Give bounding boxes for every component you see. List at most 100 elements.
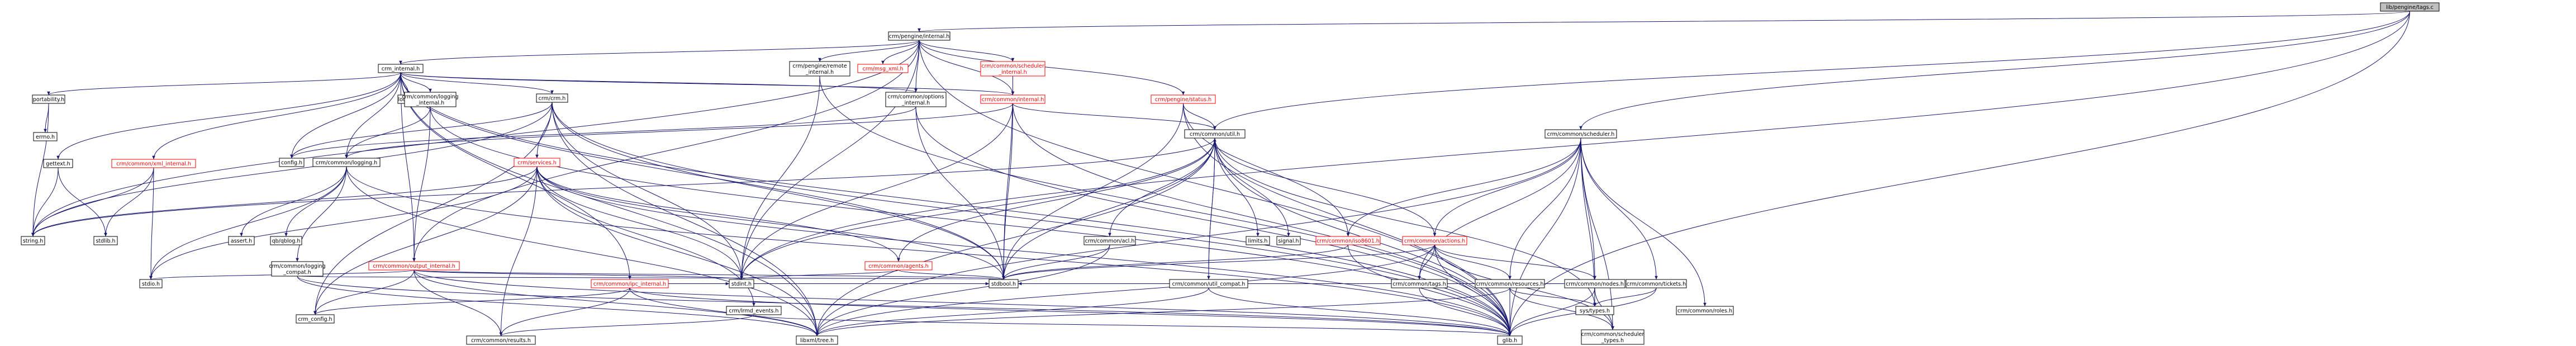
- node-stdbool[interactable]: stdbool.h: [988, 279, 1019, 288]
- node-label: crm/common/xml_internal.h: [116, 161, 191, 167]
- node-penstatus[interactable]: crm/pengine/status.h: [1151, 94, 1216, 104]
- edge-tags-to-glib: [1508, 11, 2410, 336]
- node-label: crm/common/ipc_internal.h: [593, 281, 666, 287]
- node-msgxml[interactable]: crm/msg_xml.h: [857, 64, 909, 73]
- node-schedtypes[interactable]: crm/common/scheduler_types.h: [1581, 329, 1645, 345]
- node-box: [1083, 236, 1136, 245]
- edge-acl-to-libxml: [815, 244, 1110, 336]
- node-box: [1151, 94, 1216, 104]
- edge-services-to-glib: [536, 166, 1512, 336]
- node-box: [296, 314, 335, 324]
- node-box: [1391, 279, 1448, 288]
- node-assert[interactable]: assert.h: [228, 236, 255, 245]
- node-label: crm/common/logging: [402, 94, 458, 100]
- node-acl[interactable]: crm/common/acl.h: [1083, 236, 1136, 245]
- node-logging[interactable]: crm/common/logging.h: [312, 158, 381, 167]
- node-label: _internal.h: [901, 100, 930, 106]
- edge-outint-to-glib: [414, 269, 1512, 336]
- edge-iso8601-to-stdbool: [1002, 244, 1348, 280]
- node-comtags[interactable]: crm/common/tags.h: [1391, 279, 1448, 288]
- node-box: [1564, 279, 1626, 288]
- edge-crmh-to-glib: [552, 102, 1512, 336]
- edge-scheduler-to-glib: [1508, 138, 1581, 336]
- node-box: [2380, 2, 2440, 12]
- node-tickets[interactable]: crm/common/tickets.h: [1626, 279, 1687, 288]
- node-label: stdio.h: [142, 281, 160, 287]
- node-box: [1276, 236, 1301, 245]
- node-systypes[interactable]: sys/types.h: [1575, 306, 1614, 315]
- node-crmh[interactable]: crm/crm.h: [536, 93, 568, 103]
- node-box: [32, 94, 65, 104]
- node-roles[interactable]: crm/common/roles.h: [1676, 306, 1734, 315]
- node-portability[interactable]: portability.h: [32, 94, 65, 104]
- edge-tickets-to-systypes: [1593, 287, 1657, 307]
- node-label: signal.h: [1278, 238, 1299, 244]
- node-resources[interactable]: crm/common/resources.h: [1475, 279, 1545, 288]
- node-stdint[interactable]: stdint.h: [729, 279, 754, 288]
- node-libxml[interactable]: libxml/tree.h: [796, 335, 838, 345]
- node-label: crm/common/roles.h: [1677, 308, 1732, 314]
- node-box: [368, 261, 460, 271]
- edge-crmint-to-libxml: [400, 72, 819, 336]
- node-cominternal[interactable]: crm/common/internal.h: [980, 94, 1045, 104]
- node-logcompat[interactable]: crm/common/logging_compat.h: [269, 261, 326, 277]
- node-stdio[interactable]: stdio.h: [139, 279, 163, 288]
- node-iso8601[interactable]: crm/common/iso8601.h: [1315, 236, 1381, 245]
- node-logint[interactable]: crm/common/logging_internal.h: [402, 92, 459, 107]
- node-gettext[interactable]: gettext.h: [43, 159, 73, 168]
- node-box: [726, 306, 782, 315]
- node-crmint[interactable]: crm_internal.h: [378, 64, 424, 73]
- edge-util-to-libxml: [815, 138, 1215, 336]
- node-glib[interactable]: glib.h: [1497, 335, 1523, 345]
- edge-pmremote-to-stdint: [740, 75, 820, 280]
- edge-services-to-libxml: [536, 166, 819, 336]
- edge-crmint-to-logint: [400, 72, 432, 93]
- edge-penint-to-msgxml: [881, 40, 920, 65]
- node-utilcompat[interactable]: crm/common/util_compat.h: [1169, 279, 1248, 288]
- edge-crmint-to-stdbool: [400, 72, 1005, 280]
- node-comnodes[interactable]: crm/common/nodes.h: [1564, 279, 1626, 288]
- edge-services-to-crmconfig: [313, 166, 538, 315]
- node-label: crm/common/scheduler: [981, 63, 1044, 69]
- node-errno[interactable]: errno.h: [33, 132, 58, 141]
- edge-pmremote-to-glib: [819, 75, 1512, 336]
- edge-logging-to-glib: [346, 166, 1512, 336]
- node-optint[interactable]: crm/common/options_internal.h: [885, 92, 947, 107]
- node-penint[interactable]: crm/pengine/internal.h: [888, 31, 950, 41]
- node-qblog[interactable]: qb/qblog.h: [270, 236, 302, 245]
- node-label: crm/lrmd_events.h: [729, 308, 779, 314]
- node-outint[interactable]: crm/common/output_internal.h: [368, 261, 460, 271]
- edge-comtags-to-glib: [1419, 287, 1512, 336]
- node-util[interactable]: crm/common/util.h: [1184, 129, 1246, 139]
- node-string[interactable]: string.h: [21, 236, 45, 245]
- node-limits[interactable]: limits.h: [1246, 236, 1270, 245]
- edge-utilcompat-to-glib: [1208, 287, 1512, 336]
- node-signal[interactable]: signal.h: [1276, 236, 1301, 245]
- edge-penint-to-outint: [412, 40, 920, 262]
- edge-crmh-to-stdbool: [552, 102, 1005, 280]
- node-pmremote[interactable]: crm/pengine/remote_internal.h: [789, 61, 850, 77]
- node-services[interactable]: crm/services.h: [514, 158, 560, 167]
- node-schedint[interactable]: crm/common/scheduler_internal.h: [980, 61, 1045, 77]
- node-box: [536, 93, 568, 103]
- node-ipcint[interactable]: crm/common/ipc_internal.h: [591, 279, 669, 288]
- edge-actions-to-stdbool: [1002, 244, 1435, 280]
- node-tags[interactable]: lib/pengine/tags.c: [2380, 2, 2440, 12]
- node-stdlib[interactable]: stdlib.h: [93, 236, 118, 245]
- edge-outint-to-results: [414, 269, 503, 336]
- node-lrmdevents[interactable]: crm/lrmd_events.h: [726, 306, 782, 315]
- node-agents[interactable]: crm/common/agents.h: [864, 261, 933, 271]
- node-label: glib.h: [1503, 338, 1517, 344]
- node-config[interactable]: config.h: [279, 158, 305, 167]
- edge-ipcint-to-results: [499, 287, 630, 336]
- node-label: crm/common/tickets.h: [1627, 281, 1686, 287]
- node-xmlint[interactable]: crm/common/xml_internal.h: [111, 159, 196, 168]
- edge-actions-to-comnodes: [1434, 244, 1596, 280]
- node-label: _compat.h: [283, 269, 311, 276]
- node-results[interactable]: crm/common/results.h: [466, 335, 536, 345]
- node-crmconfig[interactable]: crm_config.h: [296, 314, 335, 324]
- node-scheduler[interactable]: crm/common/scheduler.h: [1544, 129, 1617, 139]
- edge-penint-to-pmremote: [818, 40, 920, 62]
- node-actions[interactable]: crm/common/actions.h: [1402, 236, 1467, 245]
- node-label: crm/pengine/internal.h: [889, 34, 950, 40]
